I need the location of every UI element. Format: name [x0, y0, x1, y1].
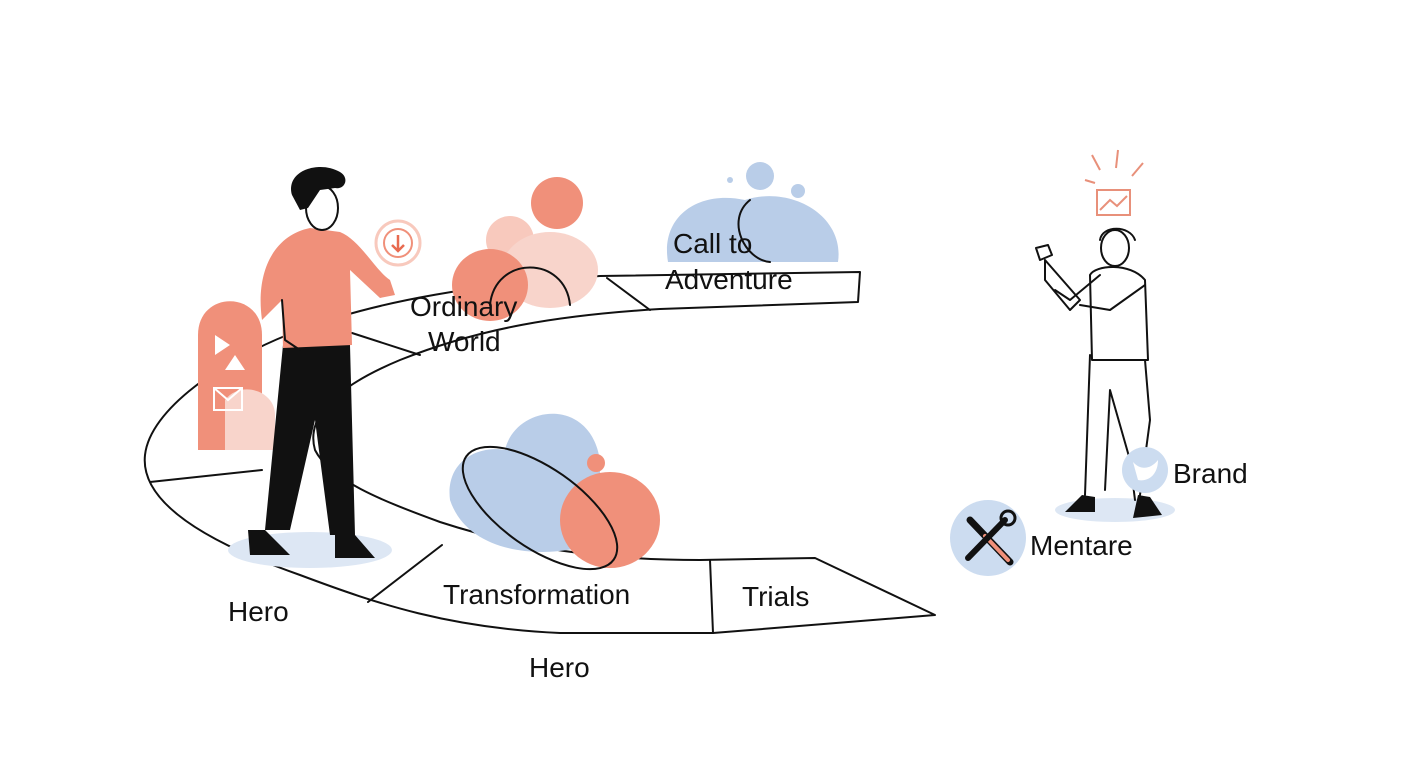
label-hero-left: Hero [228, 596, 289, 627]
play-icon [215, 335, 230, 355]
call-to-adventure-blob [666, 162, 839, 263]
ordinary-world-blobs [452, 177, 598, 321]
bird-icon [1122, 447, 1168, 493]
label-world: World [428, 326, 501, 357]
hero-figure [228, 166, 422, 568]
chart-envelope-icon [1084, 149, 1144, 216]
tools-icon [950, 500, 1026, 576]
mail-icon [213, 387, 243, 411]
label-adventure: Adventure [665, 264, 793, 295]
triangle-icon [225, 355, 245, 370]
label-call-to: Call to [673, 228, 752, 259]
download-icon [374, 219, 422, 267]
label-mentor: Mentare [1030, 530, 1133, 561]
left-pillar-icons [198, 301, 275, 450]
transformation-blobs [449, 413, 660, 571]
label-trials: Trials [742, 581, 809, 612]
label-brand: Brand [1173, 458, 1248, 489]
label-ordinary: Ordinary [410, 291, 517, 322]
mentor-figure [950, 149, 1175, 576]
label-transformation: Transformation [443, 579, 630, 610]
label-hero-bottom: Hero [529, 652, 590, 683]
